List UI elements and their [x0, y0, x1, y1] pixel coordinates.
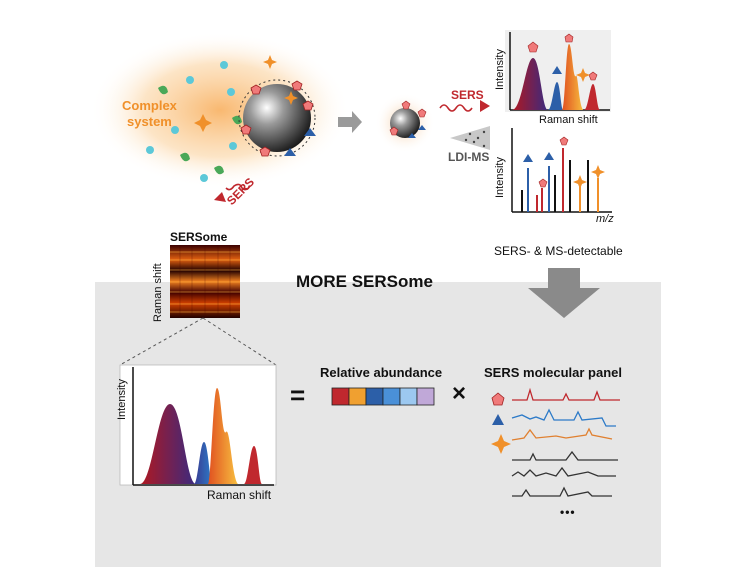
zoom-line-left — [119, 317, 204, 366]
sers-ms-detectable-label: SERS- & MS-detectable — [494, 244, 623, 258]
relative-abundance-label: Relative abundance — [320, 365, 443, 380]
molecular-panel-label: SERS molecular panel — [484, 365, 622, 380]
molecular-panel-spectra — [491, 387, 620, 497]
sersome-spectrum-chart — [119, 364, 277, 486]
intensity-axis-label-ms: Intensity — [494, 157, 506, 198]
ldi-ms-label: LDI-MS — [448, 150, 490, 164]
sersome-title: SERSome — [170, 230, 228, 244]
times-sign: × — [452, 380, 467, 407]
panel-title: MORE SERSome — [296, 272, 433, 291]
intensity-axis-label-bottom: Intensity — [116, 379, 128, 420]
intensity-axis-label-top: Intensity — [494, 49, 506, 90]
raman-spectrum-chart — [505, 30, 611, 112]
arrow-right — [338, 111, 362, 133]
raman-shift-label-bottom: Raman shift — [207, 488, 272, 502]
mz-label: m/z — [596, 213, 614, 225]
complex-system-label: Complex system — [122, 98, 177, 129]
sers-wave-down — [225, 183, 251, 191]
ldi-ms-cone — [450, 126, 490, 150]
zoom-line-right — [202, 317, 277, 366]
raman-shift-axis-sersome: Raman shift — [152, 263, 164, 322]
arrow-down — [528, 268, 600, 318]
sers-label-top: SERS — [451, 88, 484, 102]
sersome-heatmap — [170, 245, 240, 318]
relative-abundance-bar — [331, 387, 435, 406]
scattered-molecules — [146, 55, 277, 182]
mass-spectrum-chart — [511, 128, 612, 213]
equals-sign: = — [290, 380, 306, 410]
ellipsis: ••• — [560, 505, 576, 519]
raman-shift-label-top: Raman shift — [539, 114, 598, 126]
nanoparticle-small — [375, 93, 435, 153]
sers-wave-right — [439, 104, 473, 112]
nanoparticle-large — [238, 79, 316, 157]
